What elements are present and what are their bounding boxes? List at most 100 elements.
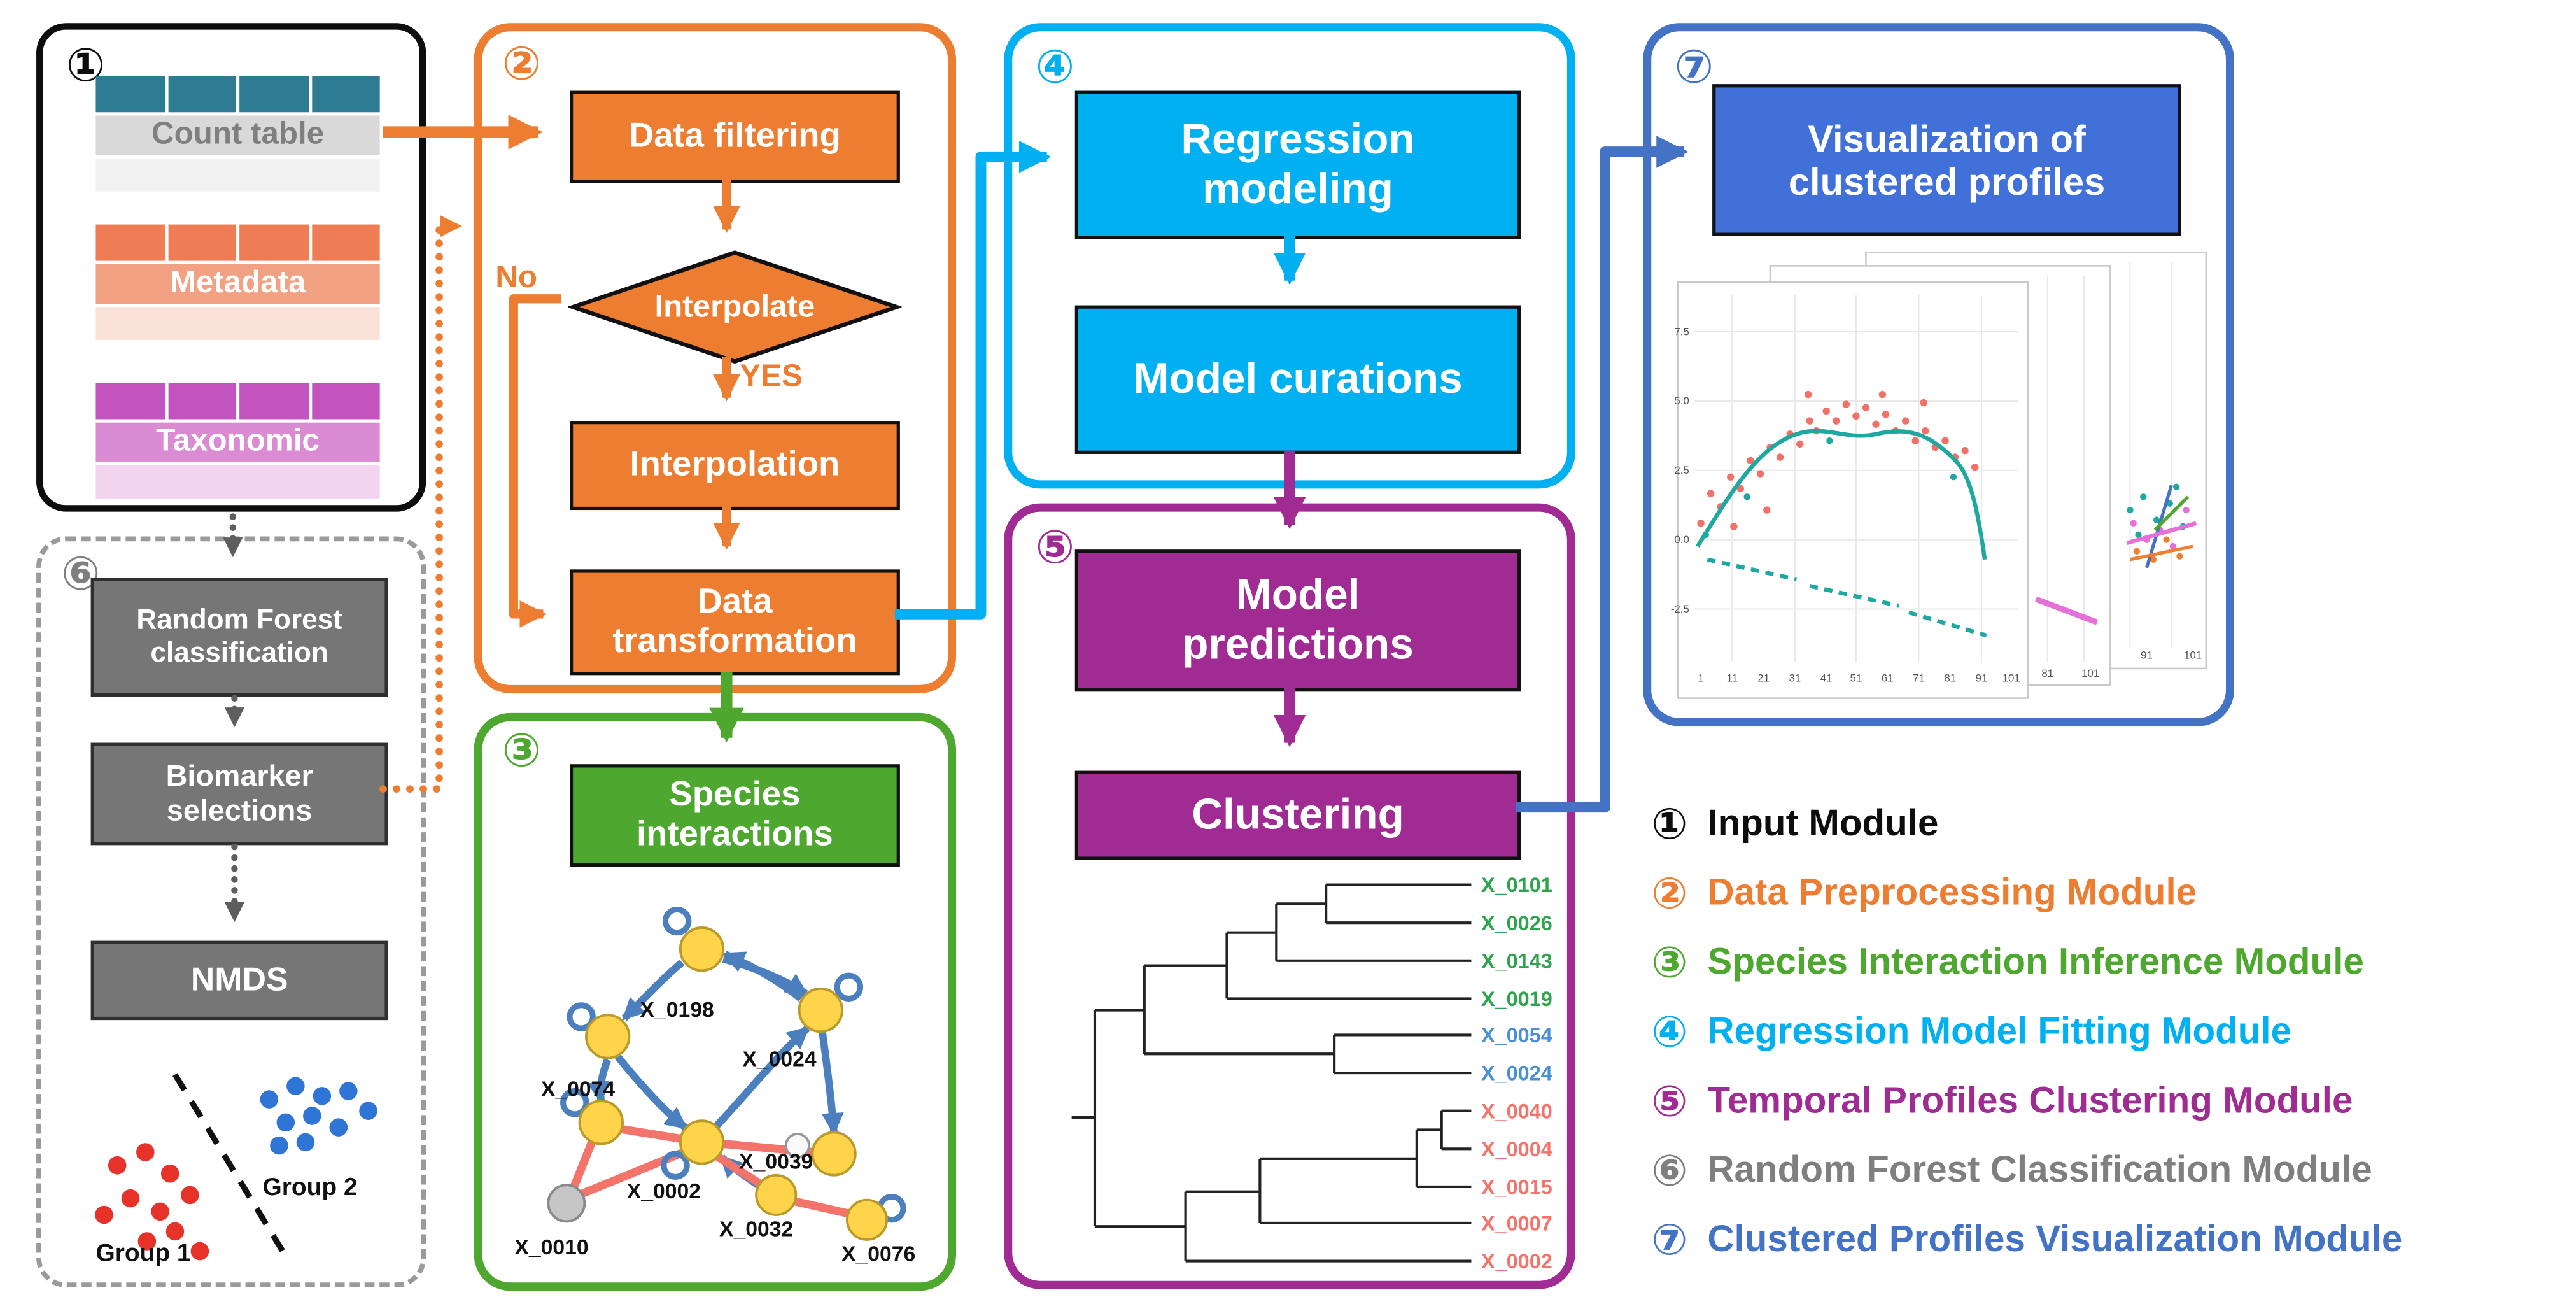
interpolate-decision-diamond: Interpolate [568, 250, 902, 364]
leaf-label: X_0101 [1481, 874, 1552, 896]
taxonomic-header-row [95, 383, 380, 420]
legend-item-random-forest: ⑥ Random Forest Classification Module [1651, 1136, 2402, 1205]
regression-module-box: ④ Regression modeling Model curations [1004, 23, 1575, 489]
front-xticks: 1 11 21 31 41 51 61 71 81 91 101 [1698, 672, 2020, 684]
input-module-box: ① Count table Metadata Taxonomic [36, 23, 426, 512]
biomarker-selections-box: Biomarker selections [90, 742, 388, 846]
clustering-module-box: ⑤ Model predictions Clustering X_0101 X_… [1004, 503, 1575, 1289]
group-separator-line [172, 1073, 288, 1258]
visualization-module-number: ⑦ [1674, 41, 1714, 93]
leaf-label: X_0004 [1481, 1138, 1552, 1161]
leaf-label: X_0015 [1481, 1176, 1552, 1199]
front-plot-dashed-segments [1707, 557, 1987, 638]
node-label: X_0002 [627, 1179, 701, 1203]
node-label: X_0024 [742, 1047, 816, 1072]
node-label: X_0010 [514, 1235, 588, 1259]
svg-text:31: 31 [1789, 672, 1801, 684]
leaf-label: X_0024 [1481, 1062, 1552, 1085]
legend-item-species: ③ Species Interaction Inference Module [1651, 928, 2402, 997]
svg-text:7.5: 7.5 [1674, 325, 1689, 337]
model-curations-box: Model curations [1074, 305, 1521, 454]
clustered-profiles-plots: 91 101 81 101 [1671, 252, 2207, 699]
network-edges [560, 906, 906, 1223]
network-nodes [547, 926, 889, 1241]
svg-text:91: 91 [1976, 672, 1988, 684]
legend-label: Species Interaction Inference Module [1707, 940, 2364, 982]
network-node-labels: X_0198 X_0074 X_0024 X_0039 X_0002 X_003… [514, 998, 915, 1266]
data-filtering-box: Data filtering [569, 90, 900, 183]
taxonomic-bottom-row [95, 465, 380, 499]
legend-label: Input Module [1707, 802, 1939, 844]
leaf-label: X_0007 [1481, 1212, 1552, 1235]
no-branch-label: No [495, 260, 537, 296]
legend-number: ⑦ [1651, 1214, 1688, 1264]
metadata-label: Metadata [95, 264, 380, 304]
visualization-title-box: Visualization of clustered profiles [1712, 84, 2181, 236]
node-label: X_0198 [640, 998, 714, 1022]
legend-number: ① [1651, 798, 1688, 848]
leaf-label: X_0040 [1481, 1100, 1552, 1123]
svg-text:51: 51 [1850, 672, 1862, 684]
legend-label: Regression Model Fitting Module [1707, 1010, 2292, 1052]
node-label: X_0032 [719, 1217, 793, 1242]
svg-text:101: 101 [2002, 672, 2020, 684]
mid-xtick: 101 [2081, 667, 2099, 679]
svg-text:71: 71 [1913, 672, 1925, 684]
legend-label: Temporal Profiles Clustering Module [1707, 1079, 2353, 1121]
leaf-label: X_0026 [1481, 912, 1552, 935]
regression-modeling-box: Regression modeling [1074, 90, 1521, 239]
front-plot-smooth-line [1696, 429, 1987, 560]
svg-text:0.0: 0.0 [1674, 534, 1689, 546]
svg-text:11: 11 [1727, 672, 1738, 684]
dendrogram-lines [1071, 883, 1472, 1263]
svg-text:5.0: 5.0 [1674, 395, 1689, 407]
count-table-label: Count table [95, 115, 380, 155]
model-predictions-box: Model predictions [1074, 549, 1521, 692]
group1-label: Group 1 [95, 1240, 190, 1267]
legend-number: ⑤ [1651, 1075, 1688, 1125]
species-interactions-box: Species interactions [569, 764, 900, 867]
interpolation-box: Interpolation [569, 421, 900, 511]
leaf-label: X_0054 [1481, 1024, 1552, 1047]
legend-label: Random Forest Classification Module [1707, 1149, 2372, 1191]
legend-number: ③ [1651, 937, 1688, 986]
clustering-box: Clustering [1074, 770, 1521, 860]
mid-plot-line [2035, 596, 2099, 625]
legend-item-preprocessing: ② Data Preprocessing Module [1651, 858, 2402, 928]
leaf-label: X_0143 [1481, 949, 1552, 972]
svg-text:1: 1 [1698, 672, 1703, 684]
group2-dots [260, 1077, 377, 1155]
preprocessing-module-number: ② [502, 38, 542, 89]
regression-module-number: ④ [1035, 41, 1075, 93]
count-table-header-row [95, 76, 380, 113]
species-module-number: ③ [502, 725, 542, 776]
legend-item-clustering: ⑤ Temporal Profiles Clustering Module [1651, 1067, 2402, 1136]
taxonomic-label: Taxonomic [95, 422, 380, 462]
data-transformation-box: Data transformation [569, 569, 900, 676]
interpolate-label: Interpolate [654, 289, 815, 324]
svg-text:41: 41 [1820, 672, 1833, 684]
dendrogram-leaf-labels: X_0101 X_0026 X_0143 X_0019 X_0054 X_002… [1481, 874, 1552, 1273]
group1-dots [95, 1143, 209, 1261]
svg-text:2.5: 2.5 [1674, 464, 1689, 476]
metadata-table-graphic: Metadata [95, 224, 380, 341]
node-label: X_0074 [541, 1077, 615, 1101]
legend-label: Clustered Profiles Visualization Module [1707, 1218, 2403, 1260]
metadata-header-row [95, 224, 380, 261]
count-table-bottom-row [95, 158, 380, 192]
visualization-module-box: ⑦ Visualization of clustered profiles [1643, 23, 2234, 726]
count-table-graphic: Count table [95, 76, 380, 192]
svg-text:81: 81 [1944, 672, 1956, 684]
random-forest-classification-box: Random Forest classification [90, 578, 388, 697]
leaf-label: X_0002 [1481, 1250, 1552, 1273]
legend-number: ⑥ [1651, 1144, 1688, 1194]
nmds-scatter-plot: Group 1 Group 2 [95, 1073, 377, 1267]
front-plot-panel: 7.5 5.0 2.5 0.0 -2.5 [1671, 281, 2029, 699]
legend-number: ② [1651, 867, 1688, 918]
metadata-bottom-row [95, 307, 380, 341]
taxonomic-table-graphic: Taxonomic [95, 383, 380, 499]
svg-text:21: 21 [1757, 672, 1770, 684]
mid-xtick: 81 [2041, 667, 2053, 679]
legend: ① Input Module ② Data Preprocessing Modu… [1651, 789, 2402, 1274]
